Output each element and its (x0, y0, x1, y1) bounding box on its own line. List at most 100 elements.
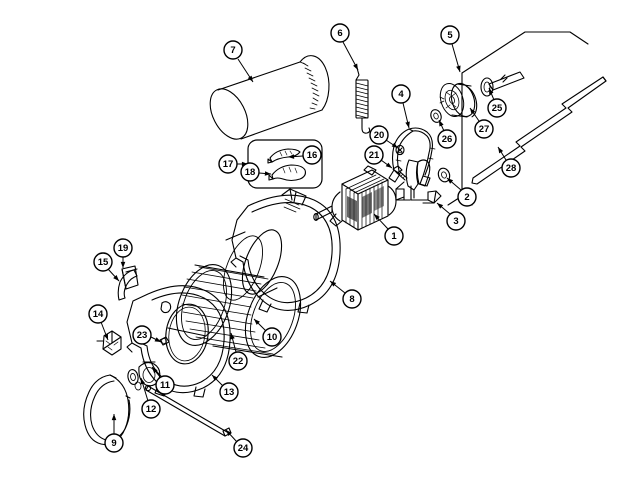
callout-bubble-3[interactable] (446, 211, 466, 231)
part-clip-retainer (96, 330, 122, 356)
callout-bubble-7[interactable] (223, 40, 243, 60)
leader-arrowhead-24 (226, 430, 232, 437)
callout-bubble-6[interactable] (330, 23, 350, 43)
leader-arrowhead-21 (385, 162, 392, 168)
callout-7[interactable]: 7 (223, 40, 243, 60)
callout-bubble-15[interactable] (93, 252, 113, 272)
callout-bubble-9[interactable] (104, 433, 124, 453)
leader-arrowhead-18 (264, 171, 271, 176)
callout-group: 1234567891011121314151617181920212223242… (88, 23, 521, 458)
callout-4[interactable]: 4 (391, 84, 411, 104)
callout-27[interactable]: 27 (474, 119, 494, 139)
part-terminal-connector-upper (267, 148, 301, 164)
callout-number-12: 12 (146, 404, 157, 415)
callout-bubble-1[interactable] (384, 226, 404, 246)
callout-10[interactable]: 10 (262, 327, 282, 347)
callout-12[interactable]: 12 (141, 399, 161, 419)
leader-arrowhead-11 (152, 367, 158, 374)
leader-arrowhead-14 (103, 333, 108, 340)
callout-bubble-19[interactable] (113, 238, 133, 258)
callout-11[interactable]: 11 (155, 375, 175, 395)
callout-number-14: 14 (93, 309, 104, 320)
callout-20[interactable]: 20 (369, 125, 389, 145)
callout-number-5: 5 (447, 30, 453, 41)
leader-arrowhead-13 (212, 375, 218, 381)
callout-bubble-12[interactable] (141, 399, 161, 419)
callout-number-26: 26 (442, 134, 453, 145)
callout-leader-lines (100, 41, 507, 443)
callout-19[interactable]: 19 (113, 238, 133, 258)
part-grommet (121, 265, 139, 290)
leader-arrowhead-27 (470, 108, 476, 115)
callout-1[interactable]: 1 (384, 226, 404, 246)
callout-number-13: 13 (224, 387, 235, 398)
callout-21[interactable]: 21 (364, 145, 384, 165)
callout-number-24: 24 (238, 443, 249, 454)
callout-22[interactable]: 22 (228, 351, 248, 371)
callout-17[interactable]: 17 (218, 154, 238, 174)
callout-13[interactable]: 13 (219, 382, 239, 402)
part-motor-mount-bracket (395, 159, 442, 204)
callout-bubble-26[interactable] (437, 129, 457, 149)
callout-bubble-22[interactable] (228, 351, 248, 371)
callout-bubble-28[interactable] (501, 158, 521, 178)
callout-24[interactable]: 24 (233, 438, 253, 458)
callout-bubble-11[interactable] (155, 375, 175, 395)
callout-bubble-8[interactable] (342, 289, 362, 309)
callout-bubble-18[interactable] (240, 162, 260, 182)
leader-arrowhead-22 (230, 333, 235, 340)
part-washer (437, 167, 451, 183)
callout-bubble-17[interactable] (218, 154, 238, 174)
leader-arrowhead-20 (391, 142, 398, 148)
part-ground-screw (395, 144, 405, 156)
callout-14[interactable]: 14 (88, 304, 108, 324)
callout-number-15: 15 (98, 257, 109, 268)
callout-bubble-23[interactable] (132, 325, 152, 345)
callout-8[interactable]: 8 (342, 289, 362, 309)
leader-arrowhead-25 (489, 88, 494, 95)
callout-16[interactable]: 16 (302, 145, 322, 165)
callout-bubble-25[interactable] (487, 98, 507, 118)
callout-bubble-10[interactable] (262, 327, 282, 347)
callout-bubble-16[interactable] (302, 145, 322, 165)
leader-arrowhead-19 (120, 261, 126, 268)
leader-arrowhead-26 (439, 120, 444, 127)
callout-number-11: 11 (160, 380, 171, 391)
part-blower-housing (222, 188, 341, 314)
leader-arrowhead-5 (456, 65, 461, 72)
callout-number-2: 2 (464, 192, 469, 203)
callout-bubble-4[interactable] (391, 84, 411, 104)
leader-arrowhead-1 (374, 214, 380, 221)
callout-number-6: 6 (337, 28, 342, 39)
callout-number-10: 10 (267, 332, 278, 343)
part-front-seal-ring (83, 374, 131, 446)
callout-6[interactable]: 6 (330, 23, 350, 43)
callout-bubble-13[interactable] (219, 382, 239, 402)
callout-5[interactable]: 5 (440, 25, 460, 45)
callout-number-4: 4 (398, 89, 404, 100)
callout-9[interactable]: 9 (104, 433, 124, 453)
part-retaining-ring (480, 77, 494, 97)
callout-23[interactable]: 23 (132, 325, 152, 345)
callout-bubble-14[interactable] (88, 304, 108, 324)
callout-2[interactable]: 2 (457, 187, 477, 207)
callout-15[interactable]: 15 (93, 252, 113, 272)
callout-28[interactable]: 28 (501, 158, 521, 178)
leader-arrowhead-2 (447, 178, 454, 184)
callout-bubble-2[interactable] (457, 187, 477, 207)
callout-number-17: 17 (223, 159, 234, 170)
callout-bubble-27[interactable] (474, 119, 494, 139)
callout-number-21: 21 (369, 150, 380, 161)
callout-bubble-5[interactable] (440, 25, 460, 45)
callout-bubble-21[interactable] (364, 145, 384, 165)
part-exhaust-vent-tube (471, 76, 607, 185)
callout-25[interactable]: 25 (487, 98, 507, 118)
callout-bubble-20[interactable] (369, 125, 389, 145)
callout-number-27: 27 (479, 124, 490, 135)
callout-number-16: 16 (307, 150, 318, 161)
callout-26[interactable]: 26 (437, 129, 457, 149)
callout-bubble-24[interactable] (233, 438, 253, 458)
callout-18[interactable]: 18 (240, 162, 260, 182)
callout-number-7: 7 (230, 45, 235, 56)
callout-3[interactable]: 3 (446, 211, 466, 231)
